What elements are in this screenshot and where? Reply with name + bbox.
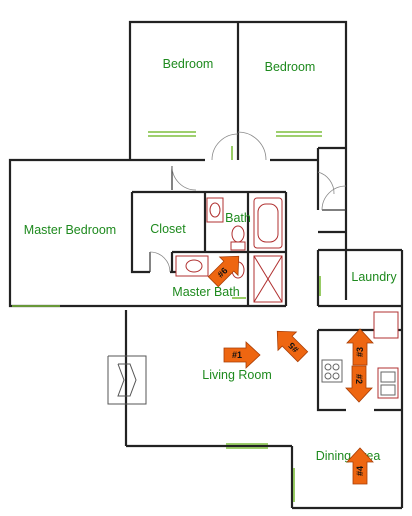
camera-marker-1[interactable]: #1 [223, 341, 261, 369]
camera-label: #3 [355, 347, 365, 357]
camera-marker-4[interactable]: #4 [346, 447, 374, 485]
camera-markers: #1 #2 #3 #4 #5 #6 [204, 247, 374, 485]
camera-label: #2 [354, 374, 364, 384]
walls [8, 20, 404, 510]
doors [149, 131, 347, 273]
room-label-laundry: Laundry [351, 270, 397, 284]
camera-label: #1 [232, 350, 242, 360]
room-label-master-bath: Master Bath [172, 285, 239, 299]
room-label-master-bedroom: Master Bedroom [24, 223, 116, 237]
room-label-bedroom-2: Bedroom [265, 60, 316, 74]
room-label-living-room: Living Room [202, 368, 271, 382]
camera-marker-5[interactable]: #5 [268, 322, 312, 366]
camera-marker-2[interactable]: #2 [345, 365, 373, 403]
camera-label: #4 [355, 466, 365, 476]
camera-marker-6[interactable]: #6 [204, 247, 248, 291]
fixtures [175, 197, 399, 399]
room-label-bath: Bath [225, 211, 251, 225]
room-label-bedroom-1: Bedroom [163, 57, 214, 71]
room-label-closet: Closet [150, 222, 186, 236]
room-labels: Bedroom Bedroom Master Bedroom Closet Ba… [24, 57, 398, 463]
camera-marker-3[interactable]: #3 [346, 328, 374, 366]
windows [12, 131, 322, 502]
